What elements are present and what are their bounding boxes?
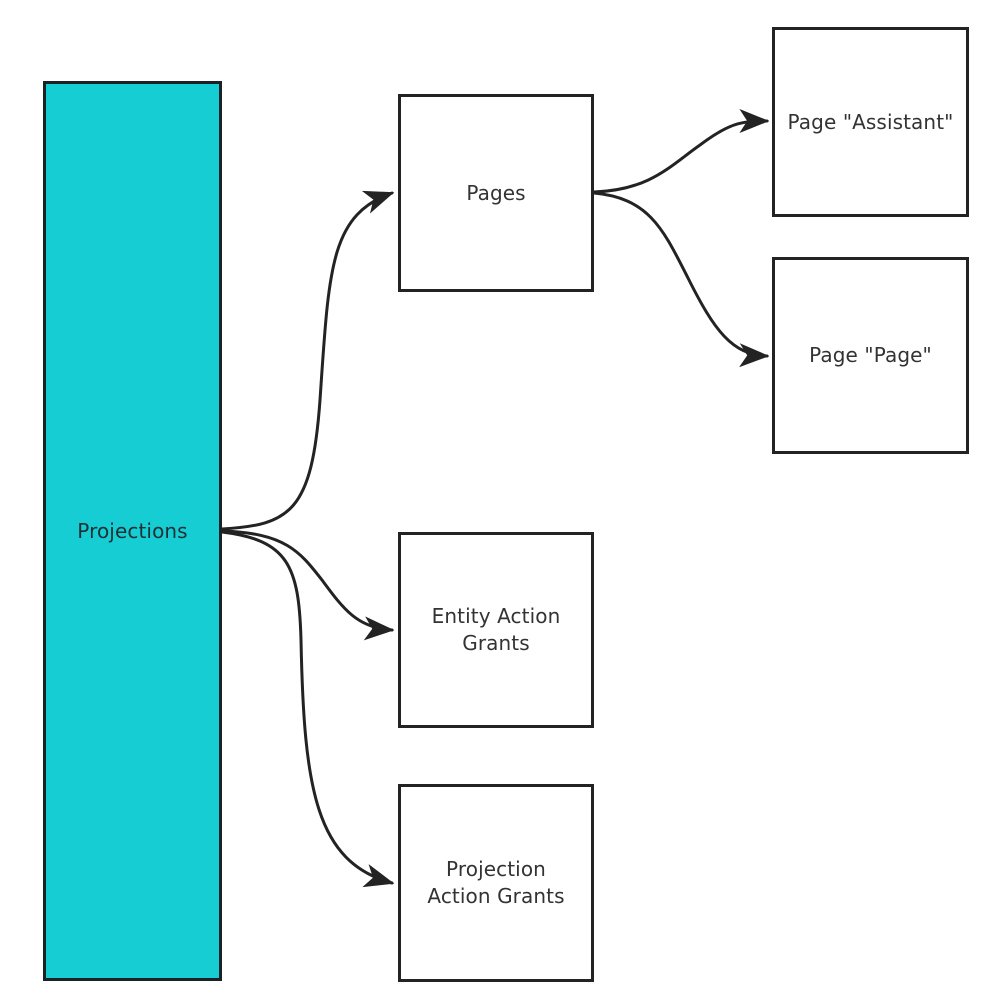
node-page-assistant[interactable]: Page "Assistant" xyxy=(772,27,969,217)
edge-projections-pages xyxy=(220,190,395,531)
node-entity-action-grants[interactable]: Entity Action Grants xyxy=(398,532,594,728)
node-pages-label: Pages xyxy=(466,180,526,205)
node-projections[interactable]: Projections xyxy=(43,81,222,981)
edge-projections-projection-grants xyxy=(220,530,395,888)
node-entity-action-grants-label: Entity Action Grants xyxy=(431,604,561,655)
node-projection-action-grants[interactable]: Projection Action Grants xyxy=(398,784,594,982)
node-pages[interactable]: Pages xyxy=(398,94,594,292)
node-page-page-label: Page "Page" xyxy=(809,343,932,367)
edge-pages-page xyxy=(592,191,770,368)
node-page-assistant-label: Page "Assistant" xyxy=(787,109,954,134)
node-projection-action-grants-label: Projection Action Grants xyxy=(427,857,565,908)
edge-projections-entity xyxy=(220,529,395,641)
edge-pages-assistant xyxy=(592,109,770,194)
node-projections-label: Projections xyxy=(77,518,188,543)
node-page-page[interactable]: Page "Page" xyxy=(772,257,969,454)
